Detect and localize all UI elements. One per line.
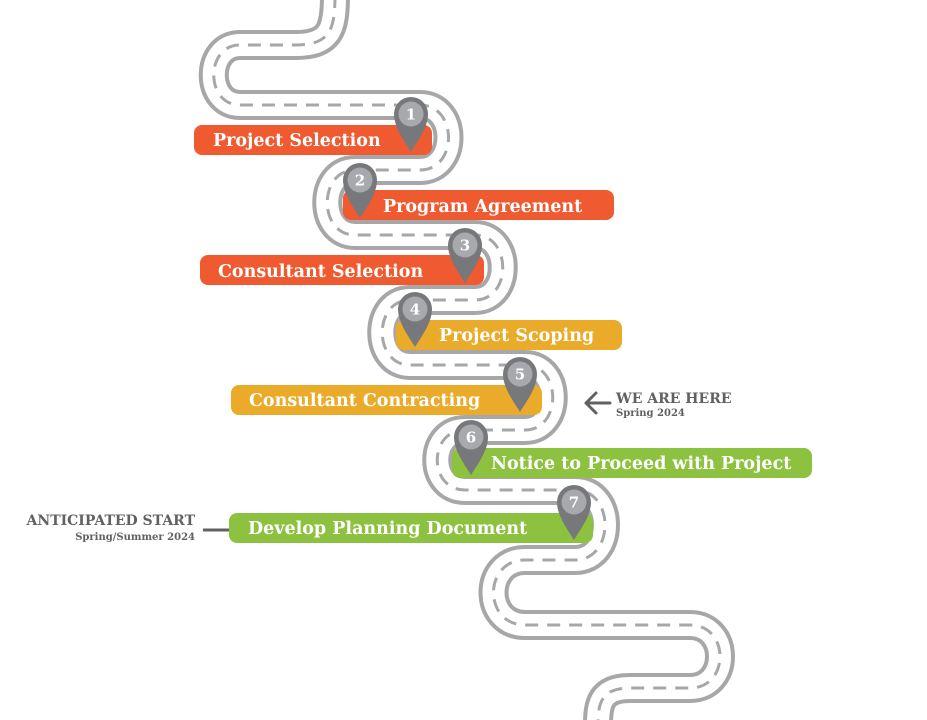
anticipated-start-marker: ANTICIPATED START Spring/Summer 2024 (26, 513, 229, 543)
step-1-map-pin-icon: 1 (394, 97, 428, 152)
steps: Project Selection 1 Program Agreement 2 … (194, 97, 812, 543)
we-are-here-subtitle: Spring 2024 (616, 408, 685, 419)
step-7-map-pin-icon: 7 (557, 485, 591, 540)
step-5-number: 5 (515, 366, 525, 384)
step-5-label-pill (231, 385, 542, 415)
step-3-number: 3 (460, 237, 470, 255)
step-4: Project Scoping 4 (396, 292, 622, 350)
step-3: Consultant Selection 3 (200, 228, 484, 285)
step-1-label-pill (194, 125, 432, 155)
step-6-map-pin-icon: 6 (454, 420, 488, 475)
step-7-label-pill (229, 513, 593, 543)
step-7-number: 7 (569, 494, 579, 512)
step-5-label: Consultant Contracting (249, 391, 480, 411)
step-5-map-pin-icon: 5 (503, 357, 537, 412)
step-3-label: Consultant Selection (218, 262, 423, 282)
we-are-here-title: WE ARE HERE (615, 391, 732, 407)
step-6: Notice to Proceed with Project 6 (452, 420, 812, 478)
step-2-label-pill (343, 190, 614, 220)
winding-road (198, 0, 735, 720)
step-3-label-pill (200, 255, 484, 285)
step-4-map-pin-icon: 4 (398, 292, 432, 347)
step-3-map-pin-icon: 3 (448, 228, 482, 283)
step-2-map-pin-icon: 2 (343, 163, 377, 218)
step-6-label-pill (452, 448, 812, 478)
step-4-label-pill (396, 320, 622, 350)
step-5: Consultant Contracting 5 (231, 357, 542, 415)
step-4-label: Project Scoping (439, 326, 594, 346)
step-2-label: Program Agreement (383, 197, 582, 217)
step-7: Develop Planning Document 7 (229, 485, 593, 543)
step-1-number: 1 (406, 106, 416, 124)
anticipated-start-title: ANTICIPATED START (26, 513, 196, 529)
step-7-label: Develop Planning Document (248, 519, 527, 539)
step-1-label: Project Selection (213, 131, 381, 151)
step-2: Program Agreement 2 (343, 163, 614, 220)
step-1: Project Selection 1 (194, 97, 432, 155)
anticipated-start-subtitle: Spring/Summer 2024 (75, 532, 195, 543)
step-6-label: Notice to Proceed with Project (491, 454, 791, 474)
arrow-left-icon (584, 391, 612, 415)
we-are-here-marker: WE ARE HERE Spring 2024 (584, 391, 732, 419)
step-4-number: 4 (410, 301, 420, 319)
step-6-number: 6 (466, 429, 476, 447)
step-2-number: 2 (355, 172, 365, 190)
